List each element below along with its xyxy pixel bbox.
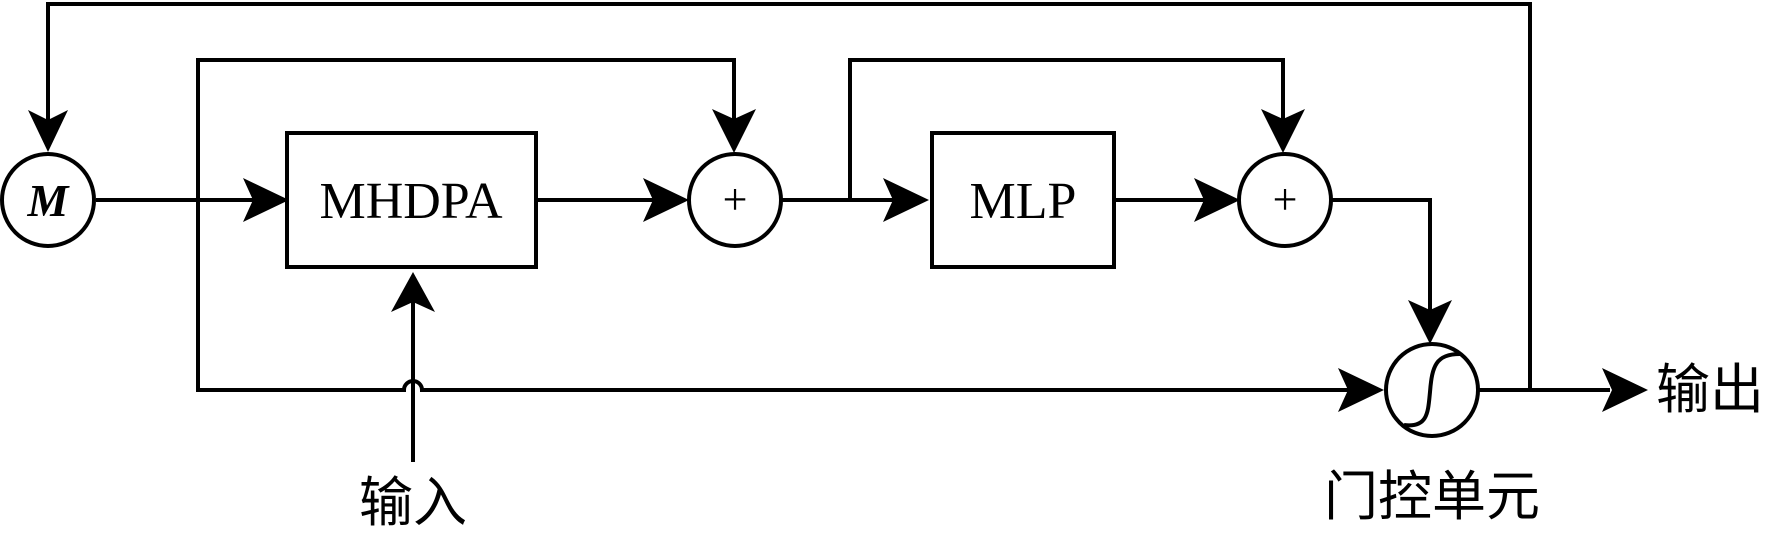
arrowhead-add2-into-gate (1408, 300, 1452, 344)
output-label: 输出 (1656, 358, 1764, 421)
add-node-2 (1237, 152, 1333, 248)
mlp-label: MLP (970, 173, 1077, 230)
arrowhead-skip-into-add2 (1261, 109, 1305, 153)
add-node-2-label: + (1273, 175, 1298, 224)
arrowhead-into-memory (28, 110, 68, 152)
arrowhead-input-into-mhdpa (391, 272, 435, 312)
sigmoid-curve-icon (1403, 352, 1461, 428)
add2-to-gate-wire (1330, 198, 1432, 322)
residual-skip-2-wire (848, 58, 1285, 200)
memory-node (0, 152, 96, 248)
arrowhead-output (1602, 368, 1648, 412)
mhdpa-block (285, 131, 538, 269)
arrowhead-into-add2 (1194, 178, 1240, 222)
gate-unit-label: 门控单元 (1324, 465, 1540, 528)
arrowhead-skip-into-add1 (712, 109, 756, 153)
mlp-block (930, 131, 1116, 269)
input-label: 输入 (359, 471, 467, 534)
arrowhead-bottom-into-gate (1338, 368, 1384, 412)
add-node-1 (687, 152, 783, 248)
feedback-loop-wire (46, 2, 1532, 390)
add-node-1-label: + (723, 175, 748, 224)
mhdpa-label: MHDPA (319, 173, 502, 230)
arrowhead-into-mhdpa (243, 178, 289, 222)
memory-node-label: M (27, 175, 71, 226)
residual-skip-1-wire (196, 58, 736, 200)
arrowhead-into-mlp (883, 178, 929, 222)
arrowhead-into-add1 (643, 178, 689, 222)
